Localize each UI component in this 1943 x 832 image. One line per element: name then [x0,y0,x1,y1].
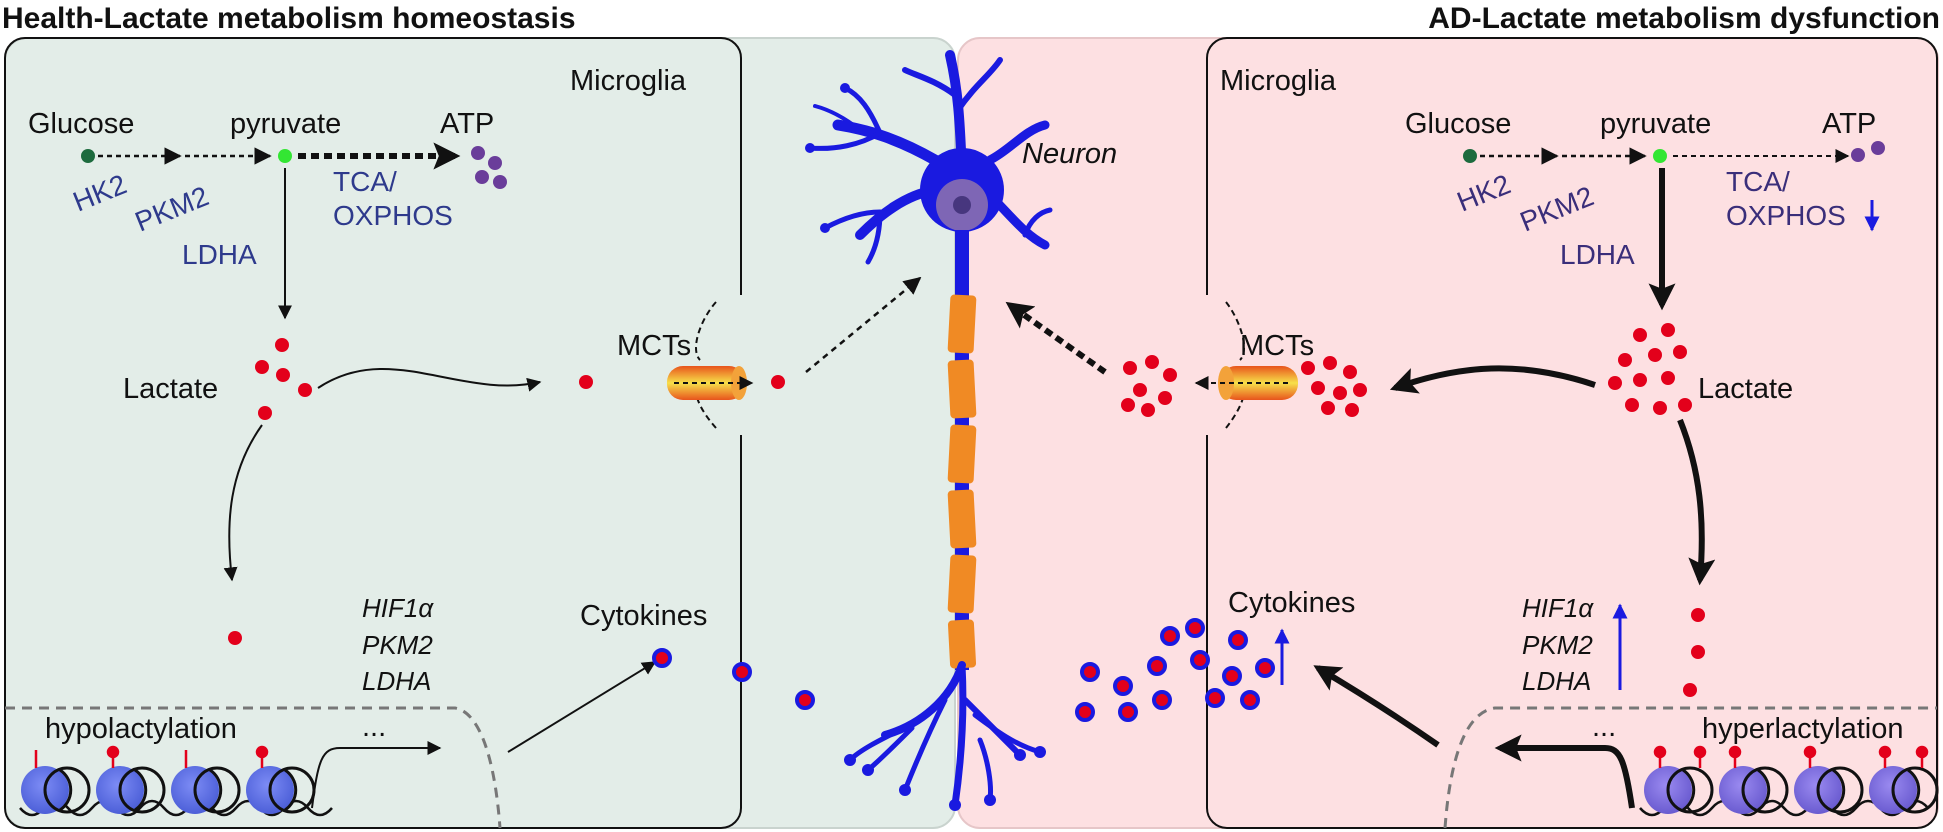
left-mcts-label: MCTs [617,330,691,362]
left-extracellular-lactate [579,375,593,389]
left-gene-hif1a: HIF1α [362,593,434,623]
right-atp-label: ATP [1822,108,1876,140]
right-gene-ldha: LDHA [1522,666,1591,696]
left-lactate-to-neuron-arrow [805,276,922,373]
left-title: Health-Lactate metabolism homeostasis [2,2,576,35]
left-gene-ldha: LDHA [362,666,431,696]
left-glucose-dot [81,149,95,163]
left-microglia-label: Microglia [570,65,687,97]
left-ldha-label: LDHA [182,239,257,270]
left-chromatin [19,745,333,817]
right-extracellular-lactate [1301,356,1367,417]
neuron-label: Neuron [1022,138,1117,170]
right-ellipsis: ... [1592,711,1616,743]
myelin-sheath [947,294,977,669]
right-lactate-to-neuron-arrow [1005,301,1107,375]
right-lactate-into-neuron [1121,355,1177,417]
right-glucose-label: Glucose [1405,108,1511,140]
right-gene-pkm2: PKM2 [1522,630,1593,660]
right-lactylation-label: hyperlactylation [1702,713,1904,745]
right-nuclear-lactate-dots [1683,608,1705,697]
left-gene-pkm2: PKM2 [362,630,433,660]
left-atp-label: ATP [440,108,494,140]
right-cytokine-dots [1075,618,1275,722]
left-lactate-export-arrow [317,367,542,392]
right-cytokines-label: Cytokines [1228,587,1355,619]
left-cytokine-dots [652,648,815,710]
right-chromatin [1639,745,1939,817]
right-microglia-label: Microglia [1220,65,1337,97]
right-glucose-dot [1463,149,1477,163]
right-pyruvate-label: pyruvate [1600,108,1711,140]
right-nucleus-boundary [1443,706,1937,829]
left-nuclear-lactate-arrow [223,424,263,582]
right-pyruvate-dot [1653,149,1667,163]
left-atp-dots [471,146,507,189]
right-lactate-label: Lactate [1698,373,1793,405]
left-lactate-into-neuron [771,375,785,389]
right-mct-transporter [1194,301,1298,429]
left-lactate-label: Lactate [123,373,218,405]
right-ldha-label: LDHA [1560,239,1635,270]
right-title: AD-Lactate metabolism dysfunction [1428,2,1940,35]
neuron [805,50,1053,811]
right-lactate-export-arrow [1389,365,1596,394]
right-tca-label: TCA/ [1726,166,1790,197]
right-lactate-dots [1608,323,1692,415]
left-oxphos-label: OXPHOS [333,200,453,231]
left-transcription-arrow [311,741,442,809]
left-glucose-label: Glucose [28,108,134,140]
left-pyruvate-label: pyruvate [230,108,341,140]
left-nucleus-boundary [5,706,502,829]
right-cytokine-secretion-arrow [1313,665,1440,748]
left-nuclear-lactate-dot [228,631,242,645]
left-tca-label: TCA/ [333,166,397,197]
right-transcription-arrow [1494,734,1635,809]
left-lactylation-label: hypolactylation [45,713,237,745]
right-oxphos-label: OXPHOS [1726,200,1846,231]
right-gene-hif1a: HIF1α [1522,593,1594,623]
left-cytokine-secretion-arrow [507,661,657,753]
left-mct-transporter [667,301,754,429]
right-atp-dots [1851,141,1885,162]
left-lactate-dots [255,338,312,420]
right-nuclear-lactate-arrow [1677,418,1716,586]
left-ellipsis: ... [362,711,386,743]
right-mcts-label: MCTs [1240,330,1314,362]
left-cytokines-label: Cytokines [580,600,707,632]
left-pyruvate-dot [278,149,292,163]
